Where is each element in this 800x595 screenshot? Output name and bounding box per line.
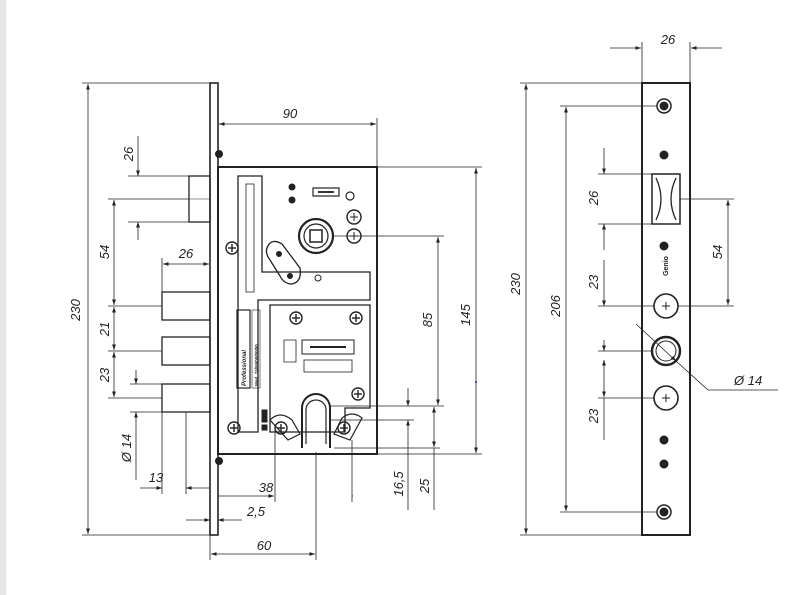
spindle-hub-outer [297, 217, 335, 255]
dim-front-spindle-to-cylinder: 85 [420, 312, 435, 327]
faceplate-side [641, 82, 691, 536]
cylinder-cutout [301, 393, 331, 448]
case-model-label: Mod. 74/55/00/00/00 [254, 344, 259, 386]
dim-front-case-width: 90 [283, 106, 298, 121]
case-screws [225, 241, 365, 435]
internal-frame [237, 175, 371, 433]
dim-side-bolt-pitch-bottom: 23 [586, 408, 601, 424]
lock-case [217, 166, 378, 455]
front-dimensions [82, 82, 482, 560]
side-plate-label: Genio [663, 256, 670, 276]
lever-slot [265, 240, 301, 285]
spindle-square [309, 229, 323, 243]
side-view [641, 82, 691, 536]
dim-front-latch-offset: 26 [121, 146, 136, 162]
faceplate-screw-top [215, 150, 223, 158]
dim-front-bolt-inset: 13 [149, 470, 164, 485]
dim-front-backset: 60 [257, 538, 272, 553]
dim-front-bolt-width: 26 [178, 246, 194, 261]
dim-side-plate-width: 26 [660, 32, 676, 47]
dim-side-screw-pitch: 206 [548, 294, 563, 317]
page-left-edge [0, 0, 6, 595]
dead-bolt-1 [161, 291, 211, 321]
dim-front-plate-thickness: 2,5 [246, 504, 266, 519]
brand-plate [236, 309, 251, 389]
dim-front-bolt-diameter: Ø 14 [119, 434, 134, 463]
dim-side-bolt-pitch-top: 23 [586, 274, 601, 290]
dim-front-bolt-pitch-b: 23 [97, 367, 112, 383]
dim-front-bolt-pitch-a: 21 [97, 322, 112, 337]
dim-side-bolt-diameter: Ø 14 [733, 373, 762, 388]
dead-bolt-2 [161, 336, 211, 366]
dead-bolt-3 [161, 383, 211, 413]
dim-front-cylinder-bottom: 25 [417, 478, 432, 494]
dim-front-cylinder-radius: 16,5 [391, 471, 406, 497]
dim-front-deadbolt-span: 54 [97, 245, 112, 259]
dim-side-latch-height: 26 [586, 190, 601, 206]
dim-front-case-height: 145 [458, 303, 473, 325]
side-dimensions [520, 42, 778, 536]
side-latch-opening [651, 173, 681, 225]
dim-front-cylinder-offset: 38 [259, 480, 274, 495]
dim-front-overall-height: 230 [68, 298, 83, 321]
dim-side-plate-height: 230 [508, 272, 523, 295]
case-brand-label: Professional [242, 350, 248, 386]
dim-side-deadbolt-span: 54 [710, 245, 725, 259]
faceplate-screw-bottom [215, 457, 223, 465]
stray-dot [475, 381, 477, 383]
front-view [161, 82, 378, 536]
